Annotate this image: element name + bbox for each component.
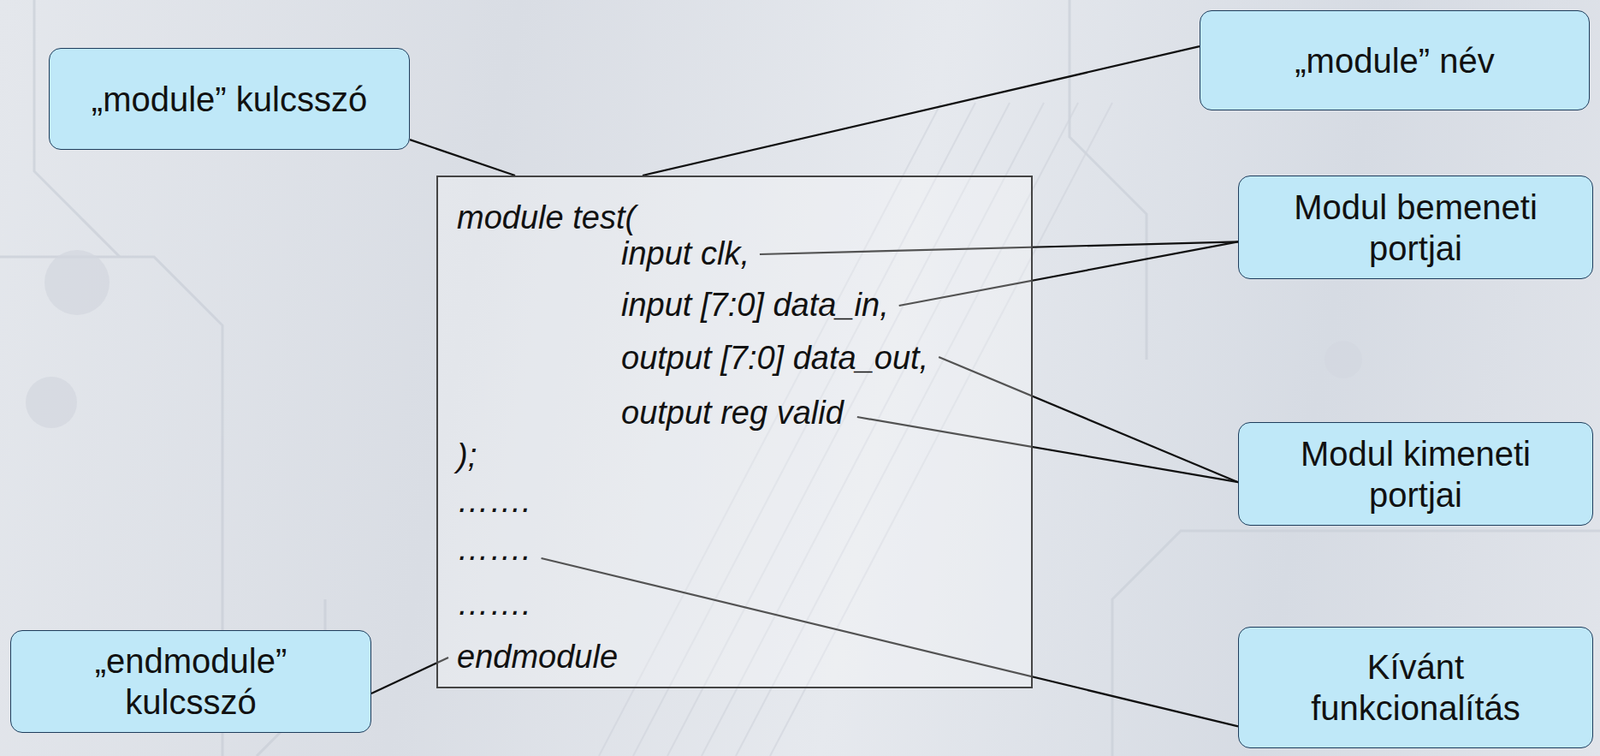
code-line: input [7:0] data_in, xyxy=(621,286,889,325)
code-line: module test( xyxy=(456,199,636,238)
name-callout: „module” név xyxy=(1199,10,1590,111)
leader-line xyxy=(642,46,1200,176)
code-line: endmodule xyxy=(456,638,618,676)
output-callout: Modul kimeneti portjai xyxy=(1238,421,1594,526)
callout-text: „module” név xyxy=(1294,40,1494,82)
callout-text: Modul bemeneti portjai xyxy=(1264,186,1567,269)
code-box: module test(input clk, input [7:0] data_i… xyxy=(436,175,1033,688)
leader-line xyxy=(409,139,516,176)
input-callout: Modul bemeneti portjai xyxy=(1238,175,1594,279)
code-line: input clk, xyxy=(621,235,750,273)
code-line: ……. xyxy=(456,530,532,569)
callout-text: „module” kulcsszó xyxy=(91,78,368,120)
code-line: output [7:0] data_out, xyxy=(621,339,929,378)
code-line: ……. xyxy=(456,482,532,521)
code-line: output reg valid xyxy=(621,394,844,433)
code-line: ……. xyxy=(456,585,532,623)
callout-text: Kívánt funkcionalítás xyxy=(1264,645,1567,729)
code-line: ); xyxy=(456,437,477,475)
endmodule-callout: „endmodule” kulcsszó xyxy=(10,629,372,733)
keyword-callout: „module” kulcsszó xyxy=(48,47,410,150)
callout-text: Modul kimeneti portjai xyxy=(1264,432,1567,516)
function-callout: Kívánt funkcionalítás xyxy=(1238,626,1594,748)
callout-text: „endmodule” kulcsszó xyxy=(36,640,345,723)
